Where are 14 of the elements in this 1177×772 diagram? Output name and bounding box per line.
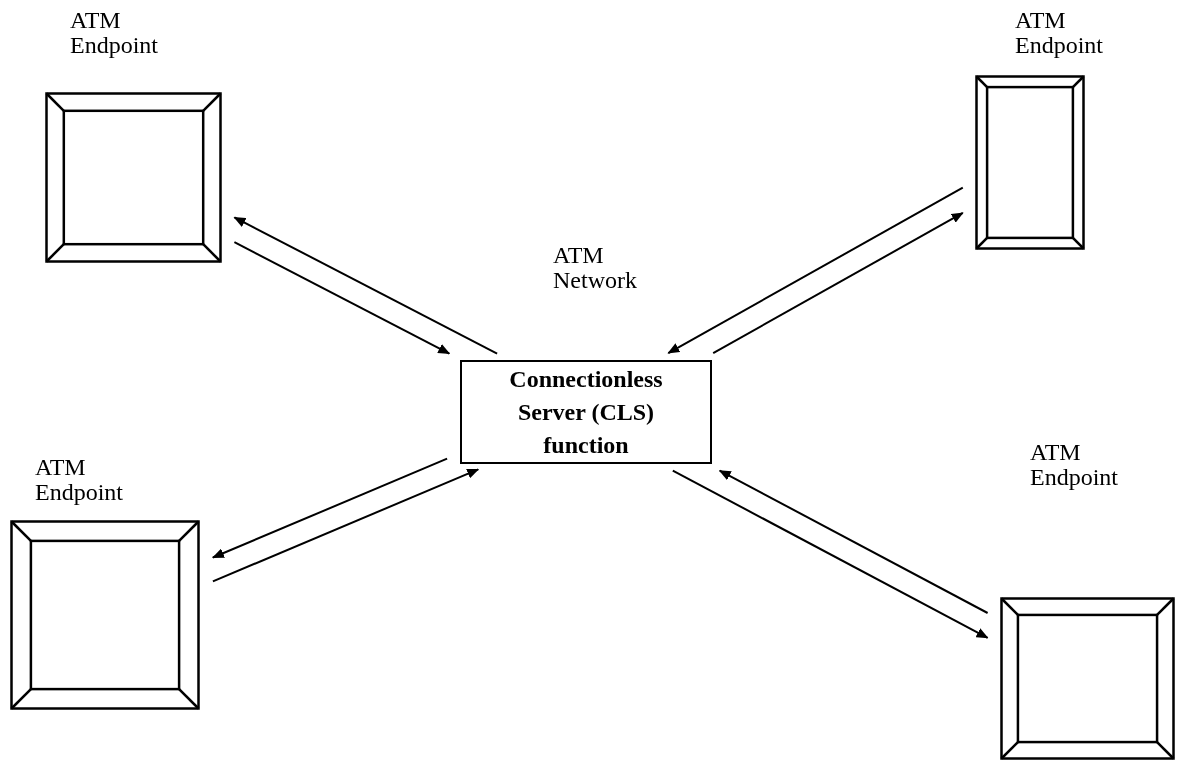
- arrow: [211, 468, 480, 583]
- arrow: [211, 457, 449, 559]
- arrow: [667, 186, 964, 355]
- node-heading: ATM Network: [553, 243, 638, 293]
- node-heading: ATM Endpoint: [70, 8, 159, 58]
- arrow: [718, 469, 989, 614]
- arrow: [712, 211, 964, 355]
- node-heading: ATM Endpoint: [1015, 8, 1104, 58]
- arrow: [233, 241, 451, 355]
- arrow: [233, 216, 499, 355]
- node-heading: ATM Endpoint: [1030, 440, 1119, 490]
- arrow: [671, 469, 989, 639]
- server-label: Connectionless Server (CLS) function: [508, 364, 664, 460]
- node-heading: ATM Endpoint: [35, 455, 124, 505]
